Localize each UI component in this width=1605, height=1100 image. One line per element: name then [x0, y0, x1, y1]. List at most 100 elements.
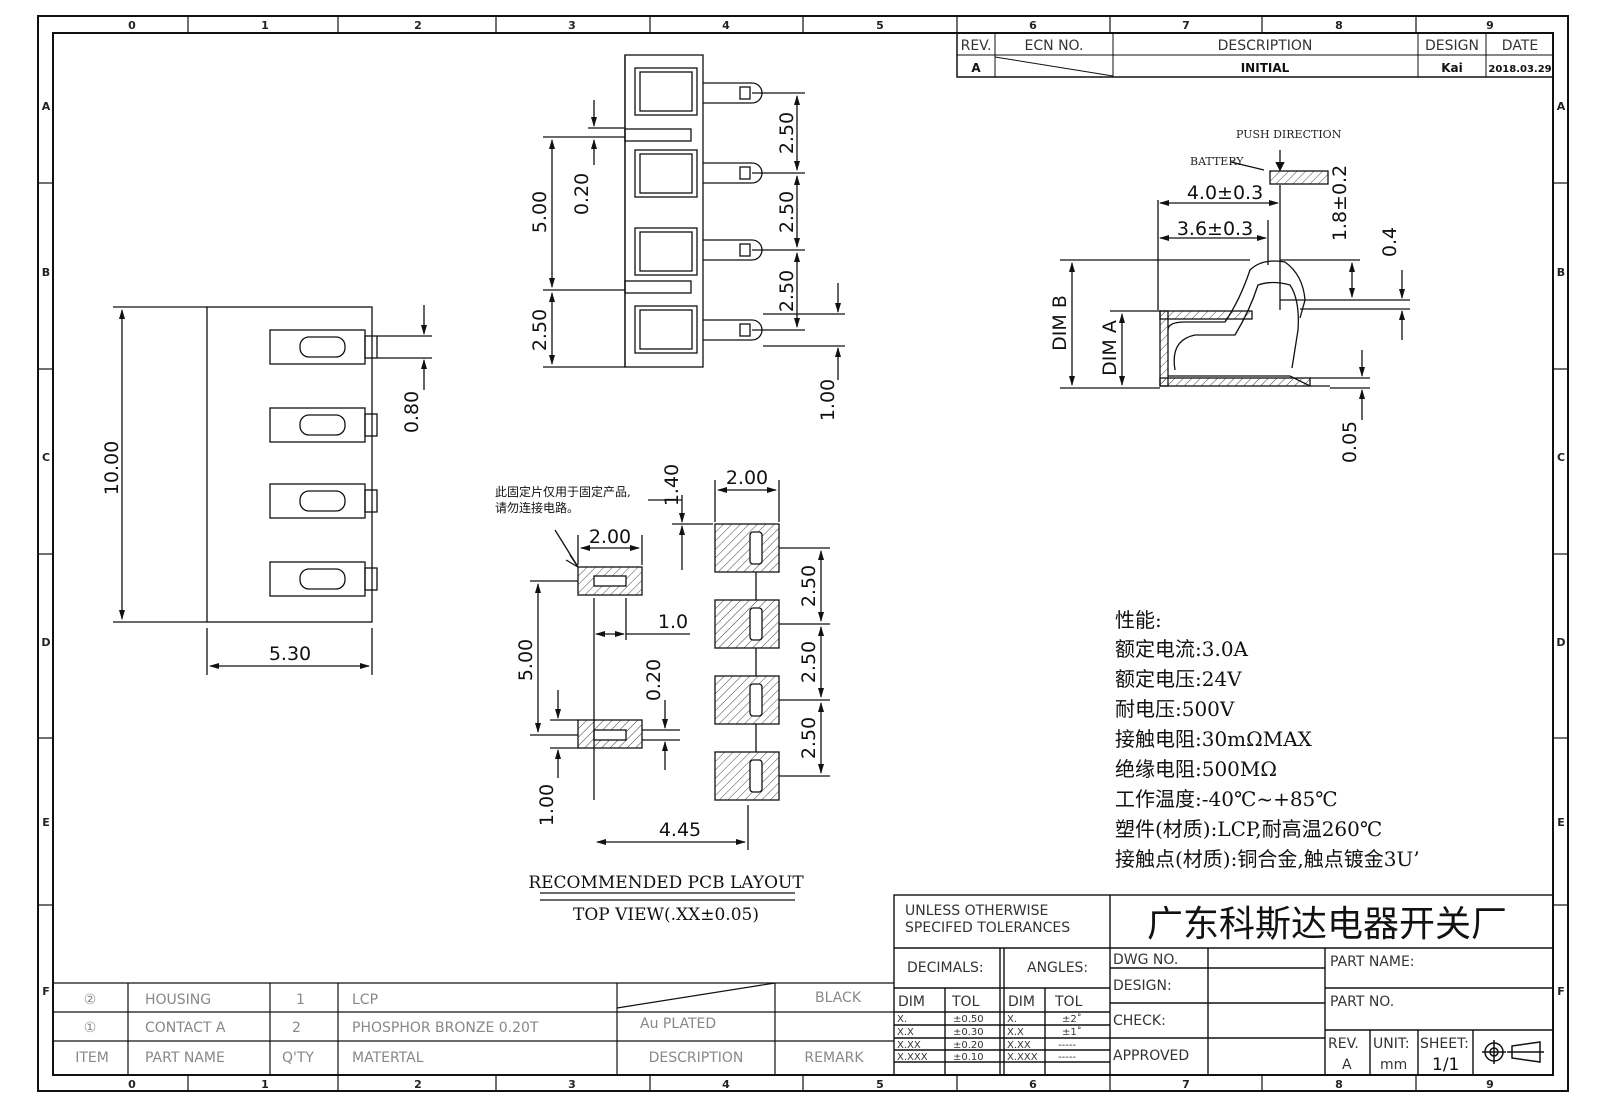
- decimals-label: DECIMALS:: [907, 960, 984, 976]
- side-view: [113, 305, 432, 675]
- dim-top-0-20: 0.20: [571, 173, 593, 215]
- dim-top-5-00: 5.00: [529, 191, 551, 233]
- spec-line: 额定电流:3.0A: [1115, 637, 1249, 661]
- dim-0-05: 0.05: [1339, 421, 1361, 463]
- zone-bottom-6: 6: [1029, 1078, 1037, 1091]
- ang-row-tol: -----: [1058, 1040, 1076, 1051]
- pcb-dim-2-50-b: 2.50: [798, 641, 820, 683]
- design-header: DESIGN: [1425, 38, 1479, 54]
- rev-label: REV.: [1328, 1036, 1359, 1052]
- top-view: [543, 54, 845, 380]
- ang-row-tol: ±2˚: [1062, 1013, 1082, 1025]
- angles-label: ANGLES:: [1027, 960, 1088, 976]
- bom-remark-black: BLACK: [815, 990, 862, 1006]
- zone-bottom-3: 3: [568, 1078, 576, 1091]
- profile-view: [1060, 150, 1410, 420]
- bom-header-item: ITEM: [75, 1050, 109, 1066]
- dec-row-dim: X.X: [897, 1027, 914, 1038]
- rev-header: REV.: [961, 38, 992, 54]
- bom-desc-plated: Au PLATED: [640, 1016, 716, 1032]
- zone-side-left-c: C: [42, 451, 50, 464]
- pcb-note-line2: 请勿连接电路。: [495, 500, 579, 515]
- zone-top-8: 8: [1335, 19, 1343, 32]
- spec-line: 接触点(材质):铜合金,触点镀金3U’: [1115, 847, 1420, 871]
- zone-bottom-5: 5: [876, 1078, 884, 1091]
- dec-row-tol: ±0.20: [953, 1040, 984, 1051]
- bom-name-housing: HOUSING: [145, 992, 211, 1008]
- pcb-dim-4-45: 4.45: [659, 819, 701, 841]
- zone-bottom-8: 8: [1335, 1078, 1343, 1091]
- dwg-no-label: DWG NO.: [1113, 952, 1178, 968]
- zone-top-1: 1: [261, 19, 269, 32]
- pcb-layout-title: RECOMMENDED PCB LAYOUT: [528, 873, 804, 893]
- dim-top-1-00: 1.00: [817, 379, 839, 421]
- revision-block: REV. ECN NO. DESCRIPTION DESIGN DATE A I…: [956, 32, 1554, 78]
- dim-4-0: 4.0±0.3: [1187, 182, 1263, 204]
- dec-row-dim: X.XXX: [897, 1052, 928, 1063]
- pcb-note-line1: 此固定片仅用于固定产品,: [495, 484, 631, 499]
- ang-dim-header: DIM: [1008, 994, 1035, 1010]
- zone-top-7: 7: [1182, 19, 1190, 32]
- push-direction-label: PUSH DIRECTION: [1236, 128, 1342, 141]
- zone-top-2: 2: [414, 19, 422, 32]
- drawing-frame: 0 1 2 3 4 5 6 7 8 9 0 1 2 3 4 5 6 7 8 9 …: [37, 15, 1569, 1092]
- ang-row-tol: ±1˚: [1062, 1026, 1082, 1038]
- spec-line: 接触电阻:30mΩMAX: [1115, 727, 1313, 751]
- dec-row-dim: X.: [897, 1014, 907, 1025]
- bom-header-description: DESCRIPTION: [649, 1050, 744, 1066]
- projection-symbol-icon: [1482, 1040, 1544, 1064]
- zone-side-right-c: C: [1557, 451, 1565, 464]
- ang-row-dim: X.XX: [1007, 1040, 1031, 1051]
- dim-top-2-50-a: 2.50: [776, 112, 798, 154]
- pcb-dim-0-20: 0.20: [643, 659, 665, 701]
- bom-header-material: MATERTAL: [352, 1050, 424, 1066]
- ang-row-dim: X.: [1007, 1014, 1017, 1025]
- pcb-dim-1-0: 1.0: [658, 611, 688, 633]
- zone-top-6: 6: [1029, 19, 1037, 32]
- pcb-dim-2-00-right: 2.00: [726, 467, 768, 489]
- date-header: DATE: [1502, 38, 1538, 54]
- pcb-dim-5-00: 5.00: [515, 639, 537, 681]
- zone-top-9: 9: [1486, 19, 1494, 32]
- zone-bottom-4: 4: [722, 1078, 730, 1091]
- ang-row-dim: X.X: [1007, 1027, 1024, 1038]
- check-label: CHECK:: [1113, 1013, 1166, 1029]
- dec-row-tol: ±0.10: [953, 1052, 984, 1063]
- dec-dim-header: DIM: [898, 994, 925, 1010]
- pcb-dim-1-40: 1.40: [661, 464, 683, 506]
- spec-line: 耐电压:500V: [1115, 697, 1235, 721]
- dim-height-10: 10.00: [101, 441, 123, 495]
- zone-bottom-7: 7: [1182, 1078, 1190, 1091]
- dec-row-dim: X.XX: [897, 1040, 921, 1051]
- pcb-dim-1-00: 1.00: [536, 784, 558, 826]
- dim-top-2-50-left: 2.50: [529, 309, 551, 351]
- zone-top-5: 5: [876, 19, 884, 32]
- battery-label: BATTERY: [1190, 155, 1244, 168]
- bom-material-lcp: LCP: [352, 992, 378, 1008]
- title-block: UNLESS OTHERWISE SPECIFED TOLERANCES DEC…: [893, 894, 1554, 1076]
- dec-tol-header: TOL: [951, 994, 980, 1010]
- dim-3-6: 3.6±0.3: [1177, 218, 1253, 240]
- spec-line: 额定电压:24V: [1115, 667, 1242, 691]
- zone-side-left-e: E: [42, 816, 50, 829]
- bom-table: ② HOUSING 1 LCP BLACK ① CONTACT A 2 PHOS…: [53, 982, 894, 1075]
- zone-bottom-2: 2: [414, 1078, 422, 1091]
- unit-value: mm: [1380, 1057, 1407, 1073]
- bom-header-qty: Q'TY: [282, 1050, 314, 1066]
- spec-line: 绝缘电阻:500MΩ: [1115, 757, 1277, 781]
- zone-side-left-a: A: [42, 100, 51, 113]
- unit-label: UNIT:: [1373, 1036, 1410, 1052]
- part-no-label: PART NO.: [1330, 994, 1394, 1010]
- design-value: Kai: [1441, 61, 1463, 75]
- specs-heading: 性能:: [1115, 608, 1162, 632]
- ecn-header: ECN NO.: [1025, 38, 1084, 54]
- bom-material-bronze: PHOSPHOR BRONZE 0.20T: [352, 1020, 539, 1036]
- specifications: 性能: 额定电流:3.0A 额定电压:24V 耐电压:500V 接触电阻:30m…: [1115, 608, 1420, 871]
- dim-1-8: 1.8±0.2: [1329, 165, 1351, 241]
- pcb-layout-subtitle: TOP VIEW(.XX±0.05): [573, 905, 759, 925]
- bom-qty-2: 2: [292, 1020, 301, 1036]
- ang-row-tol: -----: [1058, 1052, 1076, 1063]
- bom-item-1: ①: [84, 1020, 97, 1036]
- rev-value-tb: A: [1342, 1057, 1352, 1073]
- spec-line: 工作温度:-40℃~+85℃: [1115, 787, 1338, 811]
